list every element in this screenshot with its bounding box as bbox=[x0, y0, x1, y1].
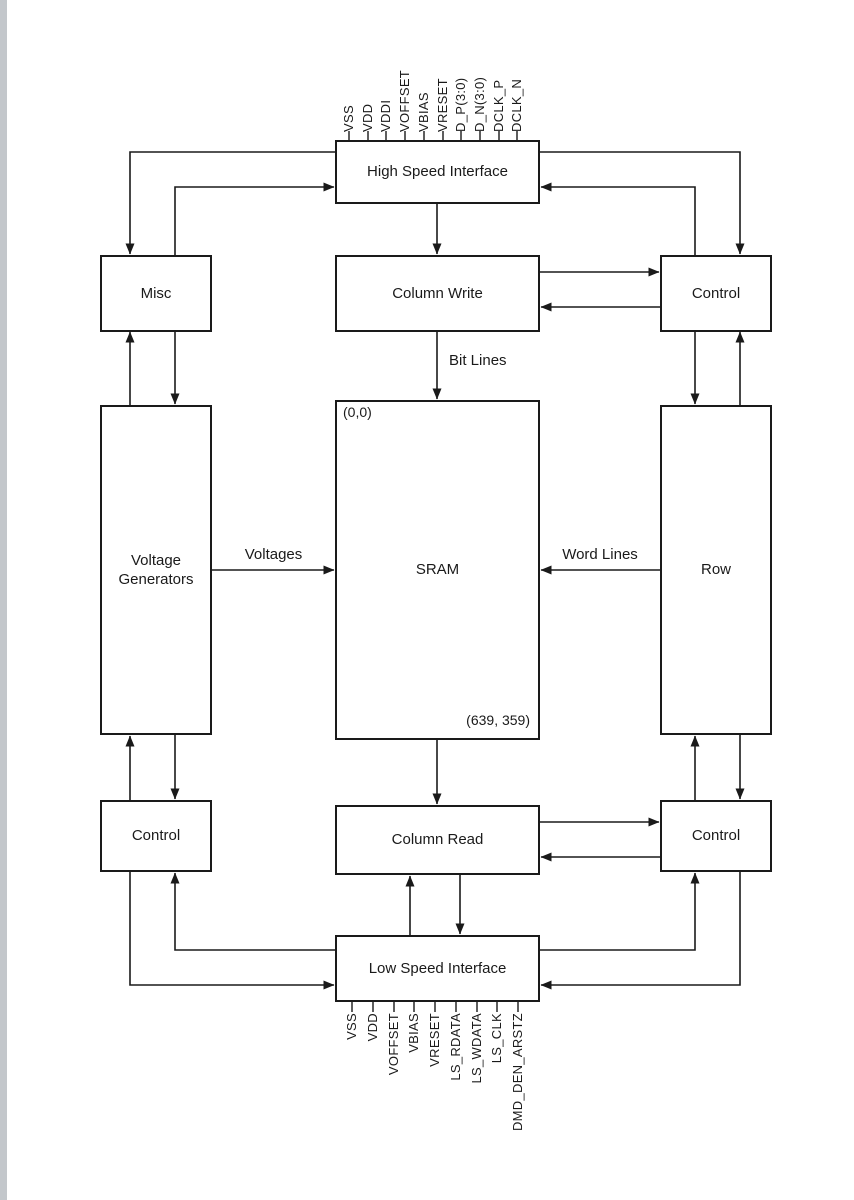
pin-top-dclk-n: DCLK_N bbox=[509, 78, 524, 132]
pin-top-dclk-p: DCLK_P bbox=[491, 79, 506, 132]
arrow-control-br-to-lsi bbox=[540, 872, 741, 990]
pin-bottom-ls-clk: LS_CLK bbox=[489, 1013, 504, 1064]
block-column-write: Column Write bbox=[335, 255, 540, 332]
word-lines-label: Word Lines bbox=[562, 546, 638, 563]
bit-lines-label: Bit Lines bbox=[449, 352, 507, 369]
pin-top-d-p: D_P(3:0) bbox=[453, 77, 468, 132]
block-control-top-right-label: Control bbox=[691, 284, 741, 302]
pin-bottom-vbias: VBIAS bbox=[406, 1013, 421, 1053]
block-control-bottom-right-label: Control bbox=[691, 827, 741, 845]
arrow-hsi-to-control-top-right bbox=[540, 151, 745, 255]
pin-bottom-dmd-den-arstz: DMD_DEN_ARSTZ bbox=[510, 1013, 525, 1132]
block-control-top-right: Control bbox=[660, 255, 772, 332]
arrow-control-top-right-to-hsi bbox=[540, 182, 696, 255]
block-column-write-label: Column Write bbox=[392, 284, 483, 302]
pin-bottom-ls-wdata: LS_WDATA bbox=[469, 1013, 484, 1084]
arrow-misc-to-hsi bbox=[174, 182, 335, 255]
voltages-label: Voltages bbox=[244, 546, 303, 563]
pin-top-vss: VSS bbox=[341, 105, 356, 132]
pin-ticks-bottom bbox=[351, 1002, 519, 1012]
pin-top-d-n: D_N(3:0) bbox=[472, 76, 487, 132]
sram-extent-coordinate: (639, 359) bbox=[466, 712, 530, 728]
sram-origin-coordinate: (0,0) bbox=[343, 404, 372, 420]
block-control-bottom-right: Control bbox=[660, 800, 772, 872]
pin-bottom-vss: VSS bbox=[344, 1013, 359, 1040]
block-high-speed-interface-label: High Speed Interface bbox=[367, 163, 508, 181]
block-low-speed-interface-label: Low Speed Interface bbox=[368, 959, 507, 977]
block-voltage-generators: Voltage Generators bbox=[100, 405, 212, 735]
arrow-lsi-to-control-br bbox=[540, 872, 700, 951]
pin-bottom-vreset: VRESET bbox=[427, 1013, 442, 1067]
pin-top-vbias: VBIAS bbox=[416, 92, 431, 132]
pin-top-vddi: VDDI bbox=[378, 99, 393, 132]
pin-ticks-top bbox=[348, 131, 518, 140]
block-control-bottom-left: Control bbox=[100, 800, 212, 872]
arrow-control-bl-to-lsi bbox=[129, 872, 335, 990]
block-voltage-generators-label: Voltage Generators bbox=[118, 551, 194, 589]
block-misc: Misc bbox=[100, 255, 212, 332]
pin-top-vdd: VDD bbox=[360, 103, 375, 132]
pin-top-vreset: VRESET bbox=[435, 78, 450, 132]
block-high-speed-interface: High Speed Interface bbox=[335, 140, 540, 204]
pin-bottom-voffset: VOFFSET bbox=[386, 1013, 401, 1076]
block-sram: SRAM bbox=[335, 400, 540, 740]
block-column-read: Column Read bbox=[335, 805, 540, 875]
block-row: Row bbox=[660, 405, 772, 735]
block-low-speed-interface: Low Speed Interface bbox=[335, 935, 540, 1002]
block-misc-label: Misc bbox=[140, 284, 172, 302]
block-sram-label: SRAM bbox=[415, 561, 460, 579]
block-control-bottom-left-label: Control bbox=[131, 827, 181, 845]
block-row-label: Row bbox=[700, 561, 731, 579]
arrow-hsi-to-misc bbox=[125, 151, 335, 255]
page-edge-strip bbox=[0, 0, 7, 1200]
pin-bottom-ls-rdata: LS_RDATA bbox=[448, 1013, 463, 1081]
pin-bottom-vdd: VDD bbox=[365, 1013, 380, 1042]
block-column-read-label: Column Read bbox=[391, 831, 484, 849]
arrow-lsi-to-control-bl bbox=[170, 872, 335, 951]
pin-top-voffset: VOFFSET bbox=[397, 69, 412, 132]
